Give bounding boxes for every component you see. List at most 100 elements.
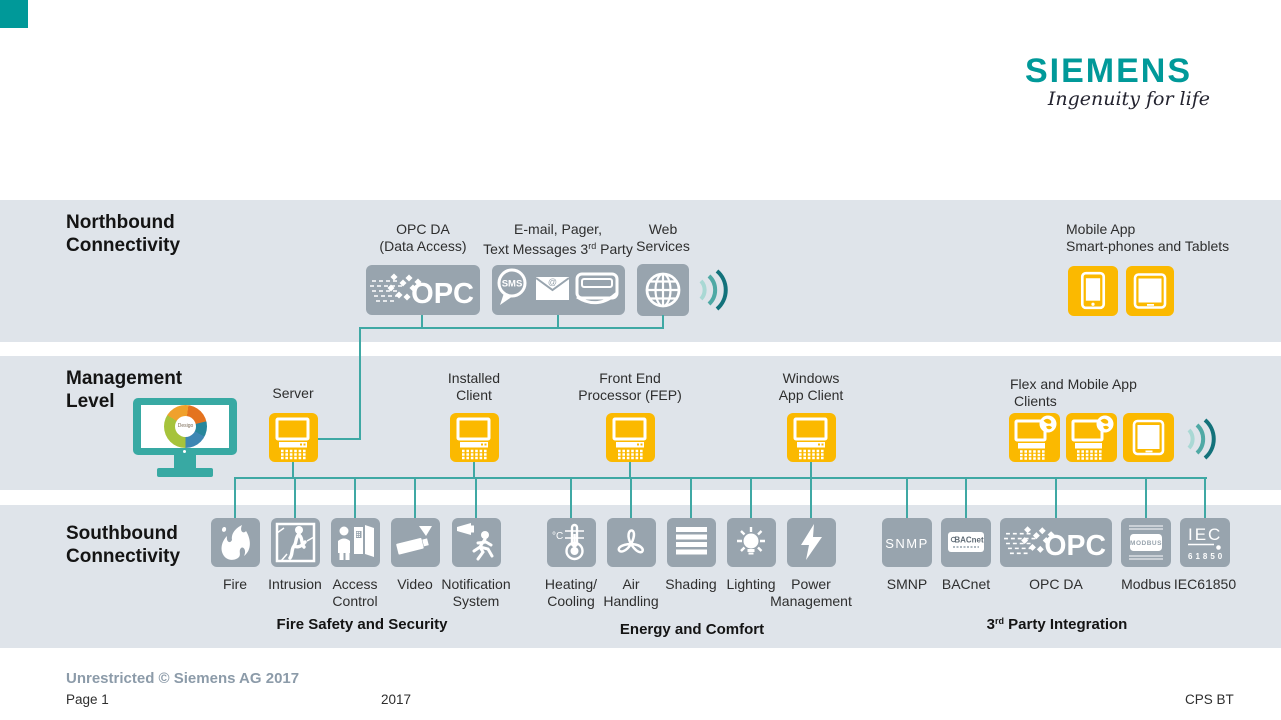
email-icon: @ xyxy=(535,277,570,300)
page-number: Page 1 xyxy=(66,692,109,707)
bacnet-tile: BACnet xyxy=(941,518,991,567)
connector xyxy=(294,477,296,518)
connector xyxy=(354,477,356,518)
bacnet-icon: BACnet xyxy=(948,532,984,552)
corner-accent xyxy=(0,0,28,28)
flex-clients-label: Flex and Mobile App Clients xyxy=(1010,376,1137,409)
desigo-wheel-icon xyxy=(164,405,207,448)
connector-bus xyxy=(234,477,1207,479)
opc-logo-icon: OPC xyxy=(1004,526,1106,562)
connector xyxy=(1055,477,1057,518)
connector xyxy=(570,477,572,518)
svg-text:OPC: OPC xyxy=(1044,530,1106,562)
computer-icon xyxy=(793,417,828,460)
classification-note: Unrestricted © Siemens AG 2017 xyxy=(66,670,300,687)
tablet-icon xyxy=(1133,273,1167,309)
fire-tile xyxy=(211,518,260,567)
connector xyxy=(414,477,416,518)
connector xyxy=(1145,477,1147,518)
video-camera-icon xyxy=(396,526,432,555)
server-label: Server xyxy=(272,385,314,401)
connector xyxy=(965,477,967,518)
intrusion-icon xyxy=(275,522,316,563)
lighting-label: Lighting xyxy=(726,576,776,592)
heating-cooling-tile: °C xyxy=(547,518,596,567)
opc-da-south-tile: OPC xyxy=(1000,518,1112,567)
connector xyxy=(421,315,423,328)
windows-app-client-tile xyxy=(787,413,836,462)
windows-app-client-label: Windows App Client xyxy=(778,370,844,403)
svg-text:SNMP: SNMP xyxy=(885,536,929,551)
installed-client-tile xyxy=(450,413,499,462)
video-label: Video xyxy=(397,576,433,592)
connector xyxy=(234,477,236,518)
opc-da-label: OPC DA (Data Access) xyxy=(379,221,467,254)
footer-department: CPS BT xyxy=(1185,692,1234,707)
sms-icon: SMS xyxy=(497,268,527,305)
siemens-logo: SIEMENS xyxy=(1025,52,1193,90)
air-handling-tile xyxy=(607,518,656,567)
wireless-icon xyxy=(699,269,728,311)
web-services-tile xyxy=(637,264,689,316)
mobile-client-tablet-tile xyxy=(1123,413,1174,462)
shading-tile xyxy=(667,518,716,567)
flex-client-tile-1 xyxy=(1009,413,1060,462)
globe-icon xyxy=(645,272,681,308)
iec61850-label: IEC61850 xyxy=(1173,576,1237,592)
svg-text:°C: °C xyxy=(552,531,563,542)
smnp-label: SMNP xyxy=(886,576,928,592)
connector xyxy=(475,477,477,518)
connector xyxy=(359,327,361,440)
desigo-wordmark: Desigo xyxy=(177,423,194,429)
wireless-icon xyxy=(1187,418,1216,460)
heating-cooling-label: Heating/Cooling xyxy=(544,576,598,609)
intrusion-label: Intrusion xyxy=(268,576,322,592)
connector xyxy=(750,477,752,518)
connector xyxy=(810,462,812,479)
southbound-title: Southbound Connectivity xyxy=(66,523,181,567)
fire-safety-group-label: Fire Safety and Security xyxy=(276,616,448,633)
siemens-tagline: Ingenuity for life xyxy=(1047,88,1210,110)
tablet-icon xyxy=(1132,419,1165,456)
connector xyxy=(292,462,294,479)
modbus-tile: MODBUS xyxy=(1121,518,1171,567)
fep-label: Front End Processor (FEP) xyxy=(578,370,682,403)
snmp-tile: SNMP xyxy=(882,518,932,567)
notification-system-tile xyxy=(452,518,501,567)
access-control-tile xyxy=(331,518,380,567)
modbus-icon: MODBUS xyxy=(1129,525,1163,560)
fep-tile xyxy=(606,413,655,462)
svg-text:BACnet: BACnet xyxy=(954,536,984,545)
shading-label: Shading xyxy=(665,576,717,592)
connector xyxy=(557,315,559,328)
notification-icon xyxy=(457,523,494,561)
fire-label: Fire xyxy=(222,576,248,592)
modbus-label: Modbus xyxy=(1121,576,1171,592)
footer-year: 2017 xyxy=(381,692,412,707)
intrusion-tile xyxy=(271,518,320,567)
iec61850-tile: IEC 61850 xyxy=(1180,518,1230,567)
tablet-tile xyxy=(1126,266,1174,316)
connector xyxy=(662,315,664,328)
energy-comfort-group-label: Energy and Comfort xyxy=(619,621,765,638)
svg-text:@: @ xyxy=(548,277,557,287)
svg-text:SMS: SMS xyxy=(502,279,523,290)
flex-client-tile-2 xyxy=(1066,413,1117,462)
iec61850-icon: IEC 61850 xyxy=(1188,525,1222,561)
snmp-icon: SNMP xyxy=(885,536,929,551)
connector xyxy=(359,327,664,329)
computer-icon xyxy=(456,417,491,460)
server-tile xyxy=(269,413,318,462)
connector xyxy=(810,477,812,518)
messaging-tile: SMS @ xyxy=(492,265,625,315)
svg-text:IEC: IEC xyxy=(1188,525,1222,544)
computer-globe-icon xyxy=(1071,415,1114,460)
svg-text:MODBUS: MODBUS xyxy=(1130,540,1162,547)
third-party-group-label: 3rd Party Integration xyxy=(986,616,1128,633)
northbound-title: Northbound Connectivity xyxy=(66,212,181,256)
power-management-tile xyxy=(787,518,836,567)
thermometer-icon: °C xyxy=(552,523,584,561)
